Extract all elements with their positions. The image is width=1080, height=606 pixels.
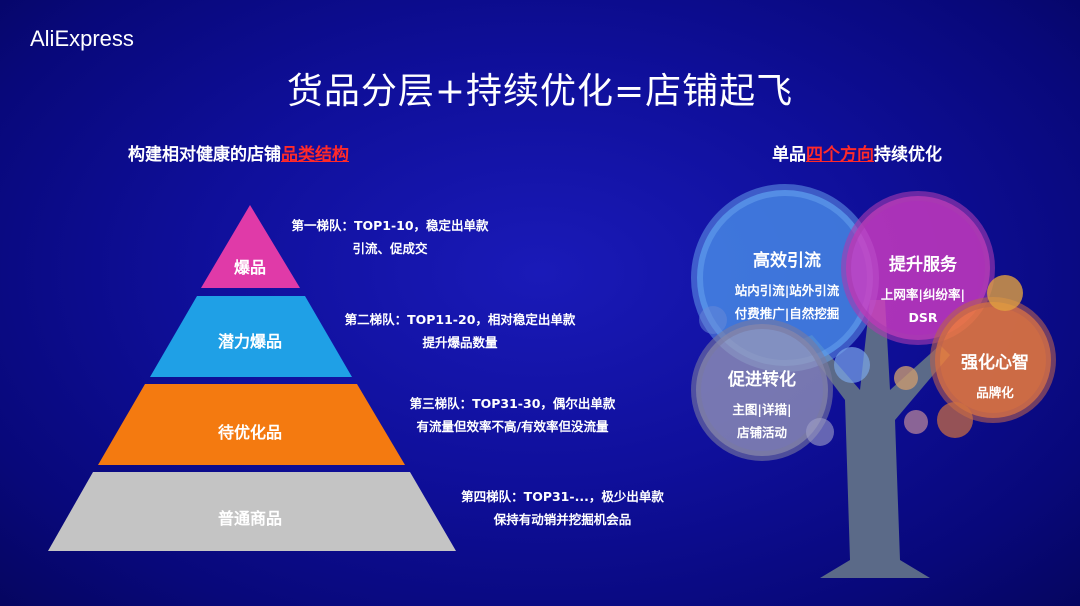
bubble-line: 店铺活动 <box>736 425 787 440</box>
bubble-service <box>841 191 995 345</box>
pyramid-tier-1 <box>201 205 300 288</box>
desc-line: 引流、促成交 <box>352 241 428 256</box>
bubble-line: 站内引流|站外引流 <box>734 283 840 298</box>
bubble-traffic-text: 高效引流站内引流|站外引流付费推广|自然挖掘 <box>717 246 857 325</box>
desc-line: 提升爆品数量 <box>422 335 498 350</box>
bubble-line: DSR <box>908 310 938 325</box>
right-heading-highlight: 四个方向 <box>806 145 874 165</box>
right-heading: 单品四个方向持续优化 <box>772 140 942 165</box>
tier-3-label: 待优化品 <box>217 423 282 442</box>
bubble-title: 促进转化 <box>728 370 796 390</box>
pyramid-tier-2 <box>150 296 352 377</box>
desc-line: 第四梯队：TOP31-...，极少出单款 <box>461 489 664 504</box>
bubble-brand-text: 强化心智品牌化 <box>935 348 1055 404</box>
small-bubble <box>894 366 918 390</box>
small-bubble <box>699 306 727 334</box>
bubble-line: 品牌化 <box>976 385 1014 400</box>
tier-2-label: 潜力爆品 <box>217 332 282 351</box>
desc-line: 第三梯队：TOP31-30，偶尔出单款 <box>409 396 616 411</box>
tier-3-desc: 第三梯队：TOP31-30，偶尔出单款有流量但效率不高/有效率但没流量 <box>400 392 625 438</box>
bubble-title: 强化心智 <box>961 353 1029 373</box>
small-bubble <box>834 347 870 383</box>
slide-title: 货品分层+持续优化=店铺起飞 <box>286 71 794 112</box>
desc-line: 第一梯队：TOP1-10，稳定出单款 <box>291 218 489 233</box>
small-bubble <box>987 275 1023 311</box>
bubble-conversion-text: 促进转化主图|详描| 店铺活动 <box>702 365 822 444</box>
tier-4-label: 普通商品 <box>217 509 282 528</box>
bubble-title: 高效引流 <box>753 251 821 271</box>
left-heading-text: 构建相对健康的店铺 <box>128 145 281 165</box>
pyramid-tier-4 <box>48 472 456 551</box>
aliexpress-logo: AliExpress <box>30 26 134 51</box>
tier-1-desc: 第一梯队：TOP1-10，稳定出单款引流、促成交 <box>280 214 500 260</box>
bubble-service-text: 提升服务上网率|纠纷率| DSR <box>858 250 988 329</box>
tier-4-desc: 第四梯队：TOP31-...，极少出单款保持有动销并挖掘机会品 <box>455 485 670 531</box>
small-bubble <box>937 402 973 438</box>
bubble-line: 上网率|纠纷率| <box>880 287 966 302</box>
right-heading-text: 单品 <box>772 145 806 165</box>
bubble-conversion <box>691 319 833 461</box>
tier-1-label: 爆品 <box>233 258 266 277</box>
right-heading-suffix: 持续优化 <box>874 145 942 165</box>
pyramid-tier-3 <box>98 384 405 465</box>
bubble-line: 主图|详描| <box>732 402 792 417</box>
small-bubble <box>904 410 928 434</box>
desc-line: 有流量但效率不高/有效率但没流量 <box>416 419 609 434</box>
tier-2-desc: 第二梯队：TOP11-20，相对稳定出单款提升爆品数量 <box>335 308 585 354</box>
left-heading-highlight: 品类结构 <box>281 145 349 165</box>
left-heading: 构建相对健康的店铺品类结构 <box>128 140 349 165</box>
small-bubble <box>806 418 834 446</box>
bubble-title: 提升服务 <box>889 255 957 275</box>
desc-line: 第二梯队：TOP11-20，相对稳定出单款 <box>344 312 576 327</box>
desc-line: 保持有动销并挖掘机会品 <box>493 512 632 527</box>
bubble-line: 付费推广|自然挖掘 <box>734 306 840 321</box>
